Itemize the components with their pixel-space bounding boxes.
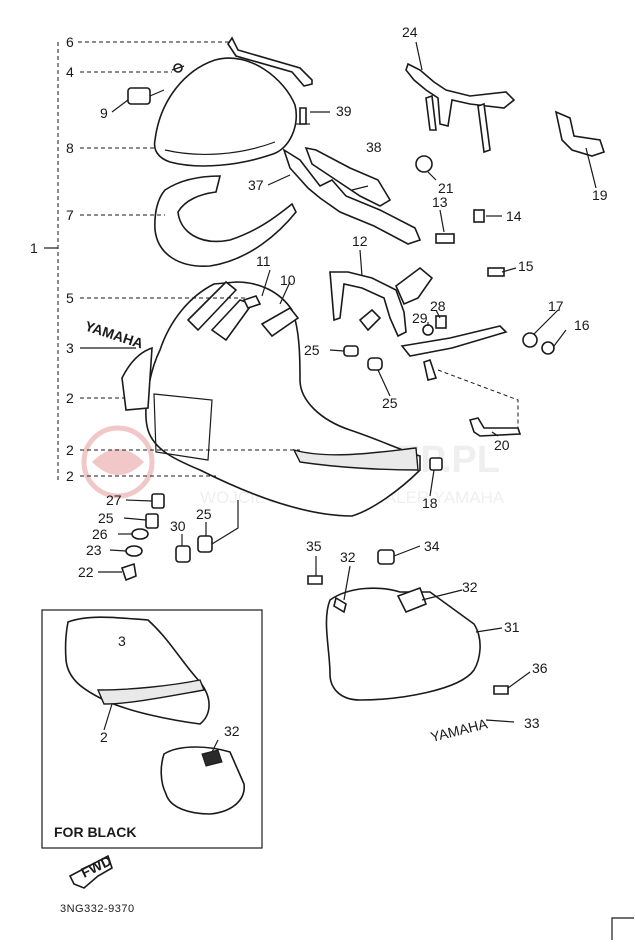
bracket-19 — [554, 110, 606, 157]
callout-33: 33 — [524, 715, 540, 731]
inset-label-32: 32 — [224, 723, 240, 739]
callout-37: 37 — [248, 177, 264, 193]
callout-32b: 32 — [462, 579, 478, 595]
bolt-35 — [307, 575, 323, 585]
callout-36: 36 — [532, 660, 548, 676]
callout-25d: 25 — [382, 395, 398, 411]
callout-13: 13 — [432, 194, 448, 210]
callout-7: 7 — [66, 207, 74, 223]
under-cowl — [325, 586, 481, 701]
cowl-brand-mark: YAMAHA — [429, 715, 490, 745]
callout-22: 22 — [78, 564, 94, 580]
callout-25a: 25 — [98, 510, 114, 526]
callout-35: 35 — [306, 538, 322, 554]
inset-title: FOR BLACK — [54, 824, 137, 840]
frame-stay — [329, 266, 434, 338]
bolt-36 — [493, 685, 509, 695]
callout-9: 9 — [100, 105, 108, 121]
grommet-25a — [343, 345, 359, 357]
top-stay — [227, 36, 313, 87]
callout-2b: 2 — [66, 442, 74, 458]
bolt-21 — [415, 155, 433, 173]
small-part-4 — [171, 63, 185, 73]
callout-26: 26 — [92, 526, 108, 542]
callout-25b: 25 — [196, 506, 212, 522]
callout-32a: 32 — [340, 549, 356, 565]
small-part-9 — [127, 87, 165, 105]
drawing-code: 3NG332-9370 — [60, 903, 135, 915]
hardware-left — [120, 493, 213, 582]
callout-2a: 2 — [66, 390, 74, 406]
bolt-14 — [473, 209, 485, 223]
forward-arrow: FWD — [68, 852, 114, 889]
grommet-29 — [422, 324, 434, 336]
callout-34: 34 — [424, 538, 440, 554]
callouts: 2 2 2 3 4 5 6 7 8 9 10 11 12 13 14 15 16… — [66, 24, 608, 731]
leader-lines — [78, 41, 597, 723]
bracket-37-38 — [282, 146, 422, 245]
cowling — [121, 280, 421, 517]
windshield — [153, 57, 297, 167]
bolt-13 — [435, 233, 455, 244]
callout-8: 8 — [66, 140, 74, 156]
inset-label-3: 3 — [118, 633, 126, 649]
callout-10: 10 — [280, 272, 296, 288]
grommet-25b — [367, 357, 383, 371]
callout-3: 3 — [66, 340, 74, 356]
callout-17: 17 — [548, 298, 564, 314]
callout-25c: 25 — [304, 342, 320, 358]
callout-16: 16 — [574, 317, 590, 333]
group-bracket: 1 — [30, 42, 59, 480]
stay-17-16 — [400, 325, 555, 381]
callout-14: 14 — [506, 208, 522, 224]
callout-38: 38 — [366, 139, 382, 155]
callout-6: 6 — [66, 34, 74, 50]
bolt-15 — [487, 267, 505, 277]
callout-2c: 2 — [66, 468, 74, 484]
callout-24: 24 — [402, 24, 418, 40]
callout-20: 20 — [494, 437, 510, 453]
callout-12: 12 — [352, 233, 368, 249]
callout-1: 1 — [30, 240, 38, 256]
inset-label-2: 2 — [100, 729, 108, 745]
callout-29: 29 — [412, 310, 428, 326]
callout-4: 4 — [66, 64, 74, 80]
callout-31: 31 — [504, 619, 520, 635]
callout-5: 5 — [66, 290, 74, 306]
grommet-18 — [429, 457, 443, 471]
corner-mark — [611, 917, 634, 940]
callout-28: 28 — [430, 298, 446, 314]
brand-mark: YAMAHA — [83, 318, 145, 352]
bracket-20 — [468, 417, 522, 437]
callout-15: 15 — [518, 258, 534, 274]
callout-21: 21 — [438, 180, 454, 196]
callout-18: 18 — [422, 495, 438, 511]
bolt-39 — [296, 107, 330, 125]
callout-19: 19 — [592, 187, 608, 203]
callout-27: 27 — [106, 492, 122, 508]
callout-11: 11 — [256, 253, 271, 269]
callout-23: 23 — [86, 542, 102, 558]
callout-30: 30 — [170, 518, 186, 534]
grommet-34 — [377, 549, 395, 565]
inner-panel — [154, 175, 297, 267]
callout-39: 39 — [336, 103, 352, 119]
grommet-28 — [435, 315, 447, 329]
inset-box: 3 2 32 — [41, 609, 263, 849]
stay-24 — [405, 62, 516, 154]
